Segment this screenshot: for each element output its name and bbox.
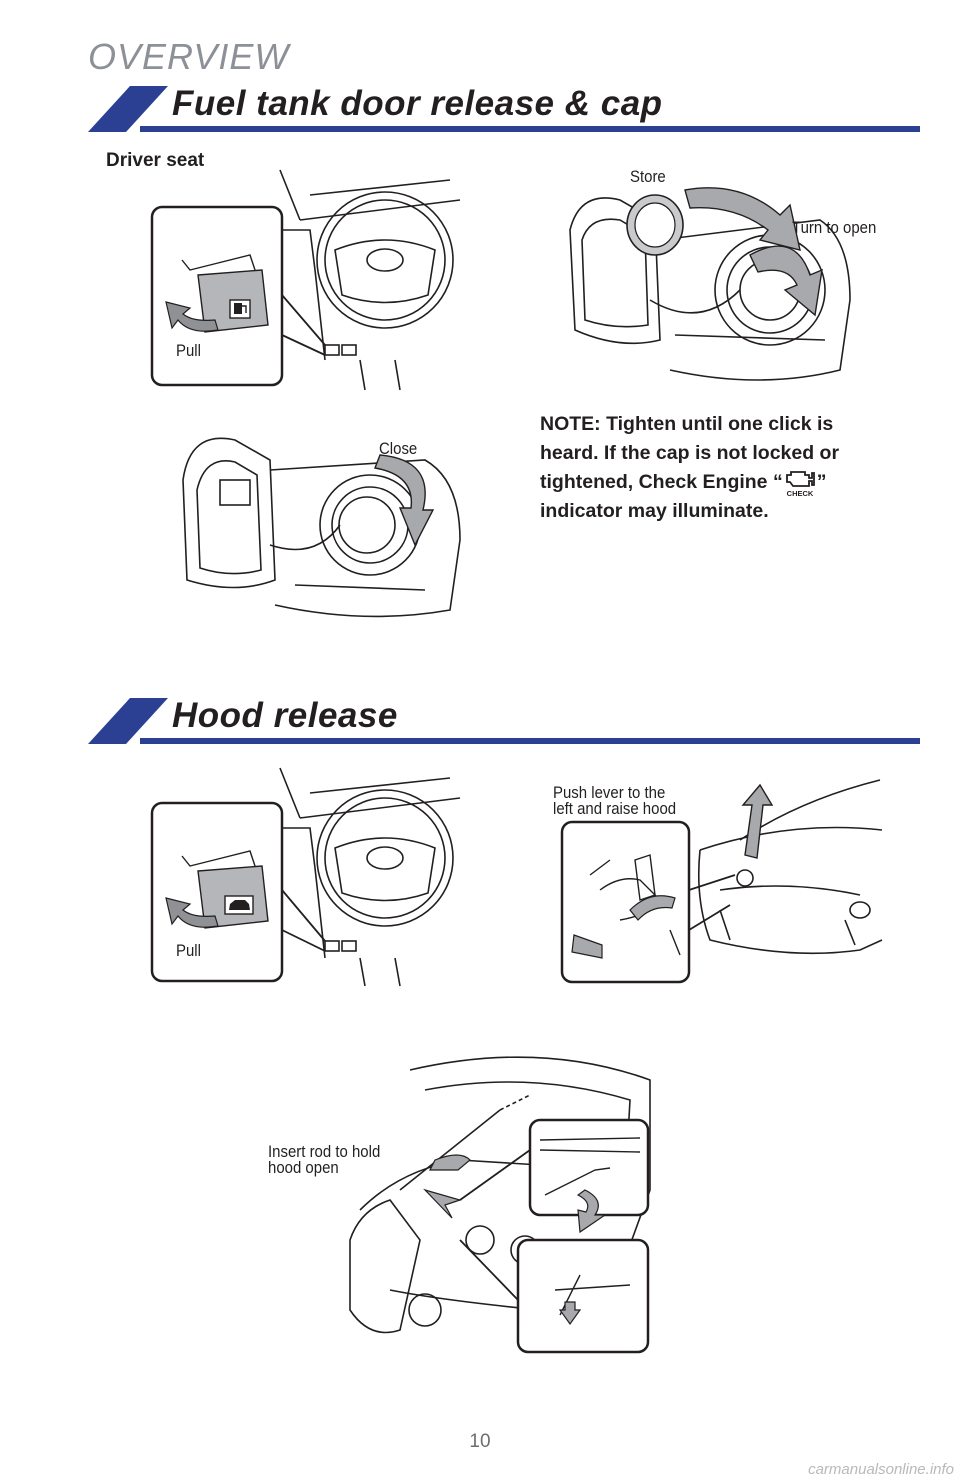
fuel-cap-open-illustration: [569, 187, 851, 381]
hood-section-title: Hood release: [172, 696, 398, 735]
note-line-1: NOTE: Tighten until one click is: [540, 413, 834, 435]
hood-release-lever-illustration: [150, 767, 461, 987]
overview-header: OVERVIEW: [88, 36, 290, 77]
driver-seat-label: Driver seat: [106, 150, 205, 171]
note-line-3-after: ”: [816, 471, 827, 493]
fuel-cap-note: NOTE: Tighten until one click is heard. …: [540, 410, 900, 526]
hood-pull-label: Pull: [176, 941, 201, 960]
push-lever-label-1: Push lever to the: [553, 783, 666, 802]
pull-label: Pull: [176, 341, 201, 360]
page-number: 10: [469, 1431, 491, 1452]
note-line-3-before: tightened, Check Engine “: [540, 471, 783, 493]
fuel-cap-close-illustration: [182, 437, 461, 618]
note-line-4: indicator may illuminate.: [540, 500, 769, 522]
curved-arrow-icon: [165, 301, 219, 332]
fuel-section-banner: [88, 86, 920, 132]
check-label: CHECK: [786, 489, 813, 498]
insert-rod-label-2: hood open: [268, 1158, 339, 1177]
close-label: Close: [379, 439, 418, 458]
fuel-release-lever-illustration: [150, 169, 461, 391]
turn-to-open-label: Turn to open: [792, 218, 877, 237]
fuel-section-title: Fuel tank door release & cap: [172, 84, 663, 123]
push-lever-raise-hood-illustration: [560, 779, 883, 984]
check-engine-icon: CHECK: [783, 469, 817, 498]
hood-section-banner: [88, 698, 920, 744]
push-lever-label-2: left and raise hood: [553, 799, 677, 818]
note-line-3: tightened, Check Engine “CHECK”: [540, 468, 900, 498]
curved-arrow-icon: [165, 897, 219, 928]
fuel-pump-icon: [234, 303, 247, 314]
hood-support-rod-illustration: [349, 1056, 651, 1354]
insert-rod-label-1: Insert rod to hold: [268, 1142, 381, 1161]
watermark: carmanualsonline.info: [808, 1461, 954, 1478]
note-line-2: heard. If the cap is not locked or: [540, 442, 840, 464]
store-label: Store: [630, 167, 666, 186]
car-hood-icon: [229, 900, 250, 910]
